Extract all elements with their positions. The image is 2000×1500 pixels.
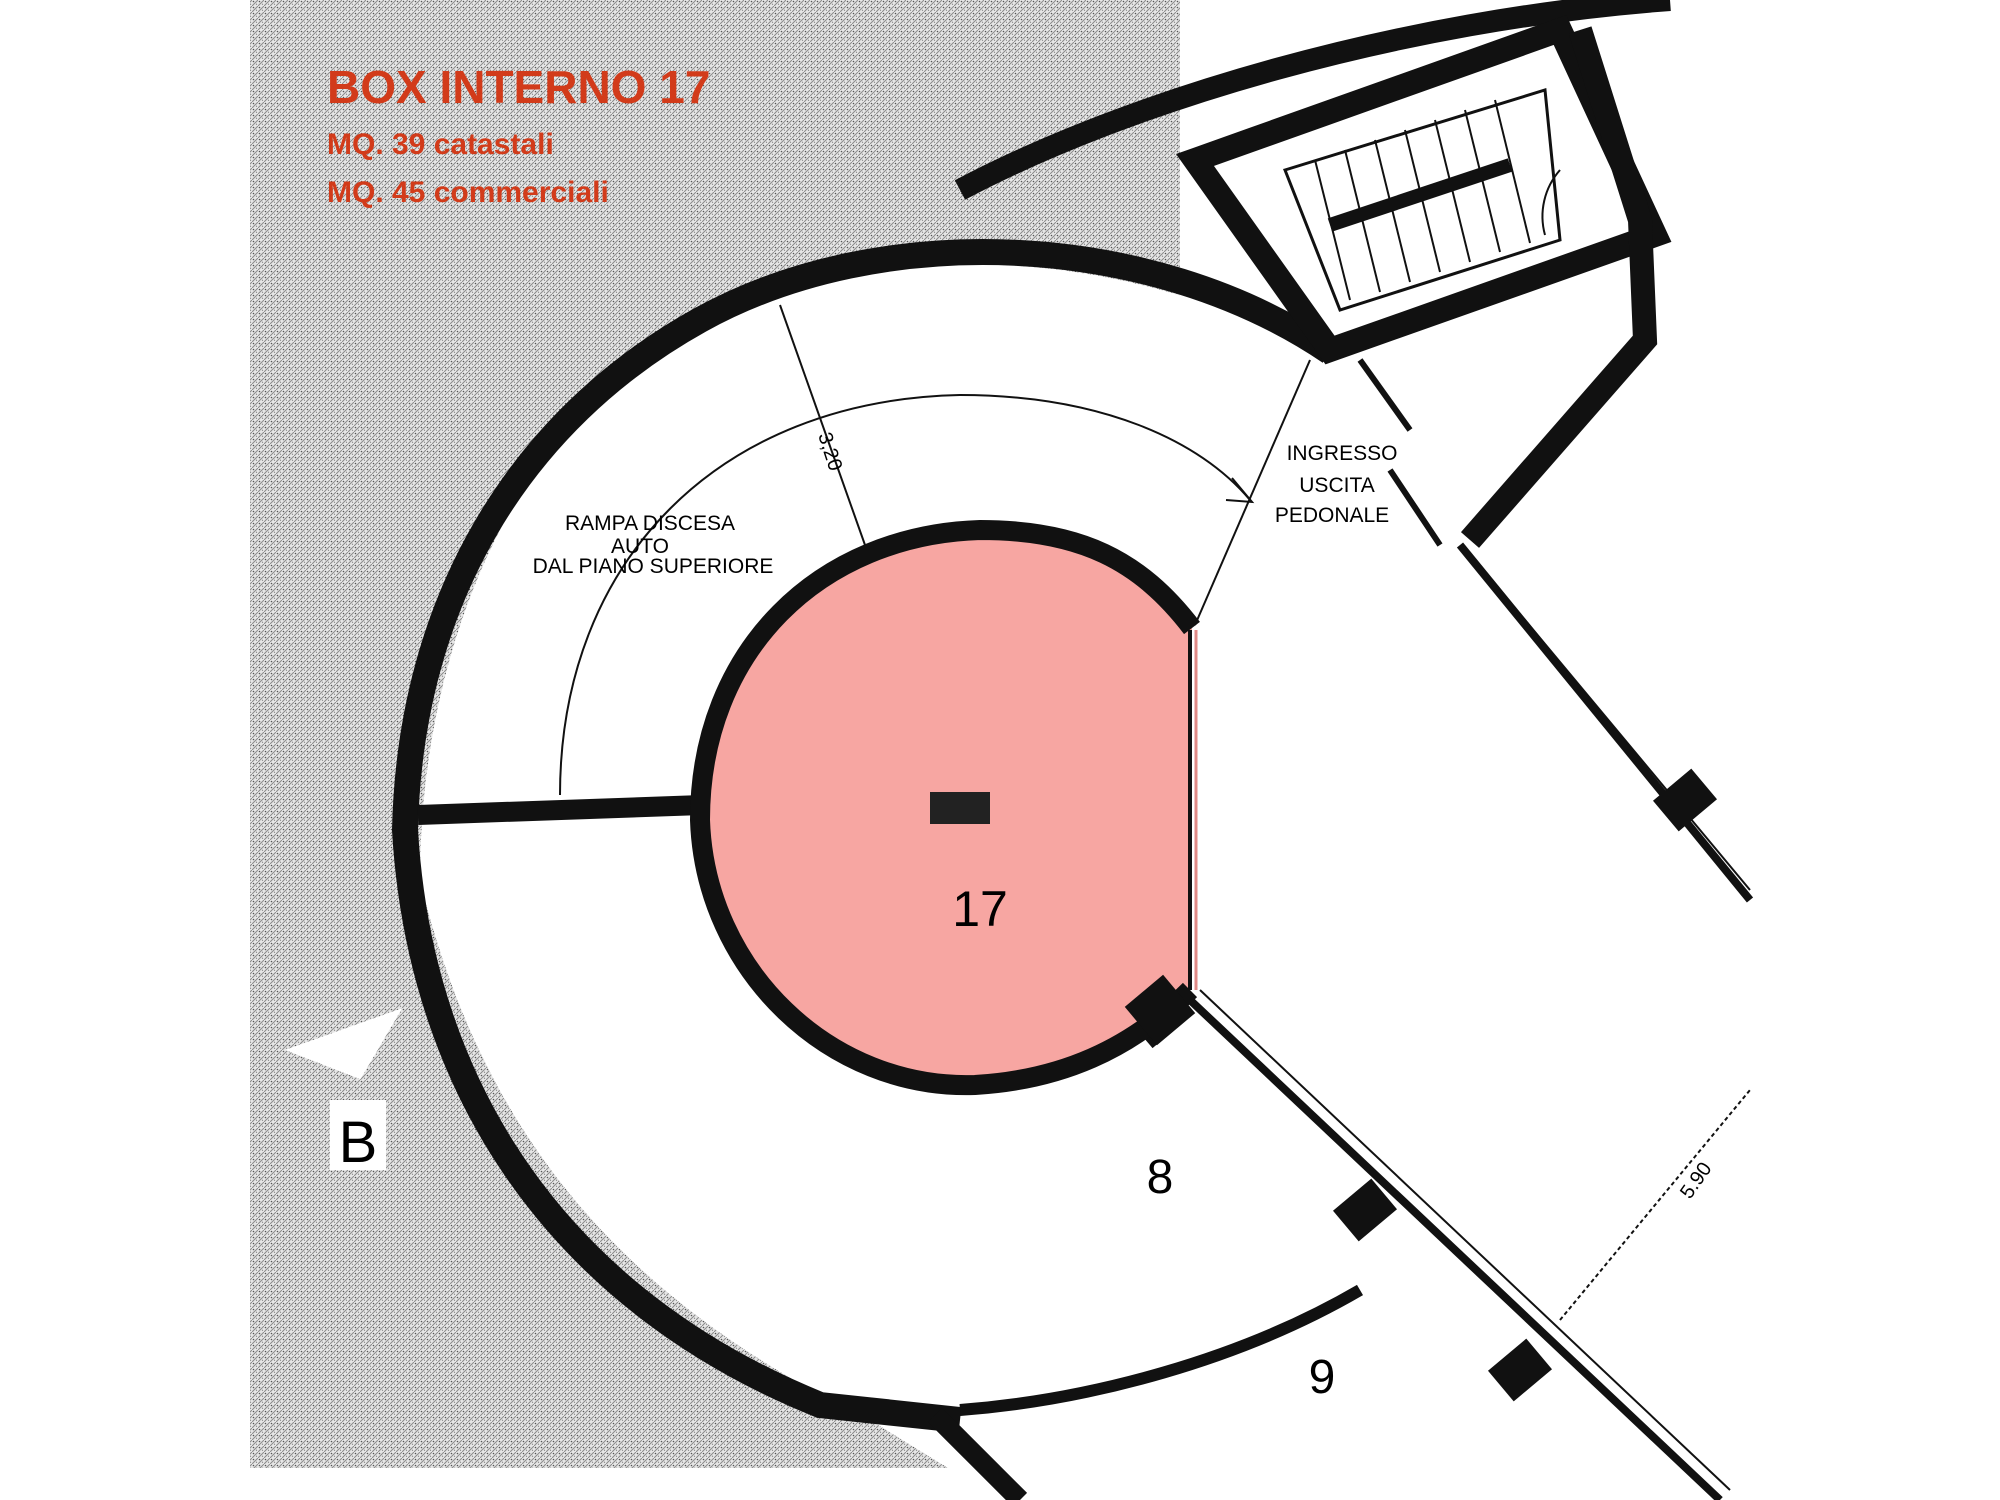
bottom-margin	[250, 1468, 950, 1500]
ramp-label: RAMPA DISCESA AUTO DAL PIANO SUPERIORE	[533, 512, 774, 578]
outer-wall-lower	[959, 1284, 1364, 1416]
outer-wall-lower-left	[927, 1407, 1028, 1500]
section-marker: B	[339, 1110, 378, 1175]
outer-wall	[391, 239, 1338, 1433]
entrance-label-line-1: INGRESSO	[1287, 442, 1398, 465]
ramp-width-line	[779, 304, 866, 546]
ramp-label-line-3: DAL PIANO SUPERIORE	[533, 555, 774, 578]
entrance-label: INGRESSO USCITA PEDONALE	[1275, 442, 1398, 527]
area-cadastral: MQ. 39 catastali	[327, 128, 554, 161]
box-8-number: 8	[1147, 1151, 1174, 1204]
column-2	[1332, 1178, 1398, 1242]
east-wing-wall	[1460, 26, 1658, 548]
north-wall	[954, 0, 1671, 200]
box-17-wall	[689, 519, 1200, 1096]
ramp-path-arc	[559, 393, 1251, 796]
entrance-label-line-3: PEDONALE	[1275, 504, 1389, 527]
section-arrow-icon	[285, 1008, 403, 1080]
entrance-line	[1194, 359, 1311, 626]
corner-column	[1124, 974, 1196, 1046]
stair-block	[1176, 15, 1672, 365]
section-marker-bg	[330, 1100, 386, 1170]
area-commercial: MQ. 45 commerciali	[327, 176, 609, 209]
entrance-label-line-2: USCITA	[1299, 474, 1374, 497]
plan-title: BOX INTERNO 17	[327, 61, 711, 113]
ramp-arrow-icon	[1225, 477, 1255, 504]
box-9-number: 9	[1309, 1351, 1336, 1404]
corridor-wall-lower	[1187, 997, 1723, 1500]
corridor-wall-upper-inner	[1474, 559, 1751, 891]
entrance-door-2	[1387, 468, 1443, 547]
column-1	[1652, 768, 1718, 832]
side-dimension-line	[1559, 1089, 1751, 1321]
box-17-number: 17	[952, 881, 1008, 937]
door-swing	[1541, 169, 1561, 236]
column-3	[1487, 1338, 1553, 1402]
ramp-label-line-1: RAMPA DISCESA	[565, 512, 735, 535]
corridor-wall-upper	[1456, 542, 1754, 903]
entrance-door-1	[1357, 358, 1413, 432]
ramp-label-line-2: AUTO	[611, 535, 669, 558]
corridor-wall-lower-inner	[1199, 989, 1731, 1491]
pillar-icon	[930, 792, 990, 824]
ramp-partition	[417, 795, 703, 825]
